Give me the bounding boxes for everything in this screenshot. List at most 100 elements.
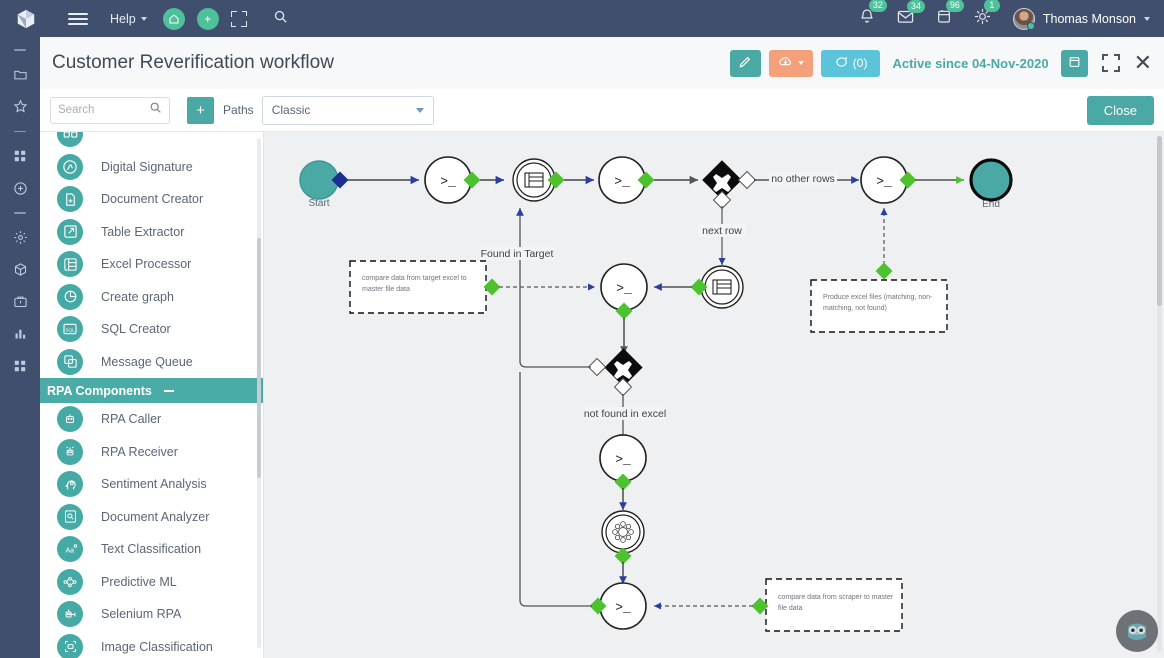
minus-icon[interactable] — [163, 389, 174, 392]
fullscreen-icon[interactable] — [230, 10, 247, 27]
page-title: Customer Reverification workflow — [52, 52, 334, 73]
excel-processor-glyph — [712, 279, 732, 295]
palette-item-label: Predictive ML — [101, 574, 177, 589]
gateway2-out-port-bottom[interactable] — [613, 377, 633, 397]
palette-item-partial[interactable] — [40, 132, 263, 151]
palette-item-create-graph[interactable]: Create graph — [40, 281, 263, 314]
start-label: Start — [308, 198, 329, 209]
port-out-5[interactable] — [690, 278, 708, 296]
port-out-4[interactable] — [899, 171, 917, 189]
user-menu[interactable]: Thomas Monson — [1012, 7, 1150, 30]
palette-item-selenium-rpa[interactable]: Selenium RPA — [40, 598, 263, 631]
edit-button[interactable] — [729, 49, 761, 77]
search-icon[interactable] — [149, 101, 162, 119]
pencil-icon — [738, 55, 752, 72]
help-label: Help — [110, 11, 136, 26]
palette-item-sql-creator[interactable]: SQL SQL Creator — [40, 313, 263, 346]
palette-item-digital-signature[interactable]: Digital Signature — [40, 151, 263, 184]
exclusive-gateway-1[interactable] — [702, 160, 742, 200]
home-icon[interactable] — [162, 7, 185, 30]
rail-divider — [14, 212, 26, 214]
cube-logo-icon[interactable] — [14, 7, 38, 31]
form-fields-icon — [57, 132, 83, 148]
note3-port[interactable] — [751, 597, 769, 615]
port-out-6[interactable] — [615, 302, 633, 320]
palette-item-rpa-receiver[interactable]: RPA Receiver — [40, 436, 263, 469]
note-text-line1: compare data from scraper to master — [778, 594, 894, 601]
briefcase-icon[interactable] — [12, 294, 28, 310]
head-thought-icon — [57, 471, 83, 498]
paths-label: Paths — [223, 103, 254, 117]
folder-icon[interactable] — [12, 67, 28, 83]
palette-item-label: Text Classification — [101, 542, 202, 557]
search-icon[interactable] — [273, 9, 288, 29]
note2-port[interactable] — [875, 262, 893, 280]
palette-item-document-creator[interactable]: Document Creator — [40, 183, 263, 216]
gateway1-out-port-right[interactable] — [737, 170, 757, 190]
search-input[interactable] — [58, 104, 145, 116]
add-path-button[interactable]: + — [187, 96, 214, 124]
comments-button[interactable]: (0) — [820, 49, 881, 77]
gear-icon[interactable] — [12, 230, 28, 246]
note-compare-scraper[interactable]: compare data from scraper to master file… — [765, 578, 903, 632]
messages-envelope[interactable]: 34 — [897, 0, 925, 29]
palette-item-image-classification[interactable]: Image Classification — [40, 631, 263, 658]
svg-text:SQL: SQL — [65, 328, 75, 333]
close-button[interactable]: Close — [1086, 95, 1154, 125]
help-menu[interactable]: Help — [110, 12, 147, 26]
palette-item-sentiment-analysis[interactable]: Sentiment Analysis — [40, 468, 263, 501]
fullscreen-icon[interactable] — [1101, 54, 1120, 72]
end-node[interactable] — [969, 158, 1013, 202]
palette-item-message-queue[interactable]: Message Queue — [40, 346, 263, 379]
plus-circle-icon[interactable] — [12, 180, 28, 196]
topbar-right-group: 32 34 96 1 Thomas Monson — [859, 0, 1150, 30]
apps-grid-icon[interactable] — [12, 358, 28, 374]
port-out-3[interactable] — [637, 171, 655, 189]
port-out-2[interactable] — [547, 171, 565, 189]
grid-icon[interactable] — [12, 148, 28, 164]
calendar-notifications[interactable]: 96 — [936, 0, 964, 29]
excel-processor-icon — [57, 251, 83, 278]
note-text-line2: master file data — [362, 286, 410, 293]
note1-port[interactable] — [483, 278, 501, 296]
selenium-node-inner — [605, 514, 641, 550]
palette-item-excel-processor[interactable]: Excel Processor — [40, 248, 263, 281]
palette-item-rpa-caller[interactable]: RPA Caller — [40, 403, 263, 436]
exclusive-gateway-2[interactable] — [604, 348, 643, 387]
note-compare-target[interactable]: compare data from target excel to master… — [349, 260, 487, 314]
path-select[interactable]: Classic — [261, 95, 434, 125]
rail-divider — [14, 130, 26, 133]
palette-item-label: Table Extractor — [101, 224, 185, 239]
edge-script6-loopback — [519, 372, 592, 607]
palette-item-text-classification[interactable]: Aa Text Classification — [40, 533, 263, 566]
palette-item-table-extractor[interactable]: Table Extractor — [40, 216, 263, 249]
port-out-9[interactable] — [589, 597, 607, 615]
palette-item-predictive-ml[interactable]: Predictive ML — [40, 566, 263, 599]
palette-group-label: RPA Components — [47, 383, 152, 398]
edge-label-not-found-in-excel: not found in excel — [584, 408, 666, 420]
cube-icon[interactable] — [12, 262, 28, 278]
plus-icon[interactable]: + — [196, 7, 219, 30]
star-icon[interactable] — [12, 99, 28, 115]
palette-scrollbar[interactable] — [257, 138, 261, 648]
canvas-scrollbar[interactable] — [1157, 136, 1162, 652]
gateway1-out-port-bottom[interactable] — [712, 190, 732, 210]
port-out-8[interactable] — [614, 547, 632, 565]
palette-item-document-analyzer[interactable]: Document Analyzer — [40, 501, 263, 534]
schedule-button[interactable] — [1060, 49, 1088, 77]
note-produce-excel[interactable]: Produce excel files (matching, non- matc… — [810, 279, 948, 333]
hamburger-menu-icon[interactable] — [68, 12, 88, 25]
workflow-canvas[interactable]: Start >_ >_ — [264, 132, 1164, 658]
search-box[interactable] — [50, 96, 170, 124]
gateway2-out-port-left[interactable] — [587, 357, 607, 377]
download-button[interactable] — [768, 49, 813, 77]
palette-group-rpa-components[interactable]: RPA Components — [40, 378, 263, 403]
port-out-7[interactable] — [614, 473, 632, 491]
close-icon[interactable]: ✕ — [1133, 50, 1152, 75]
workflow-diagram[interactable]: Start >_ >_ — [264, 132, 1164, 658]
edge-label-bg-4 — [585, 407, 665, 420]
bar-chart-icon[interactable] — [12, 326, 28, 342]
owl-assistant-icon[interactable] — [1116, 610, 1158, 652]
notifications-bell[interactable]: 32 — [859, 0, 887, 29]
brightness-icon[interactable]: 1 — [974, 0, 1000, 30]
